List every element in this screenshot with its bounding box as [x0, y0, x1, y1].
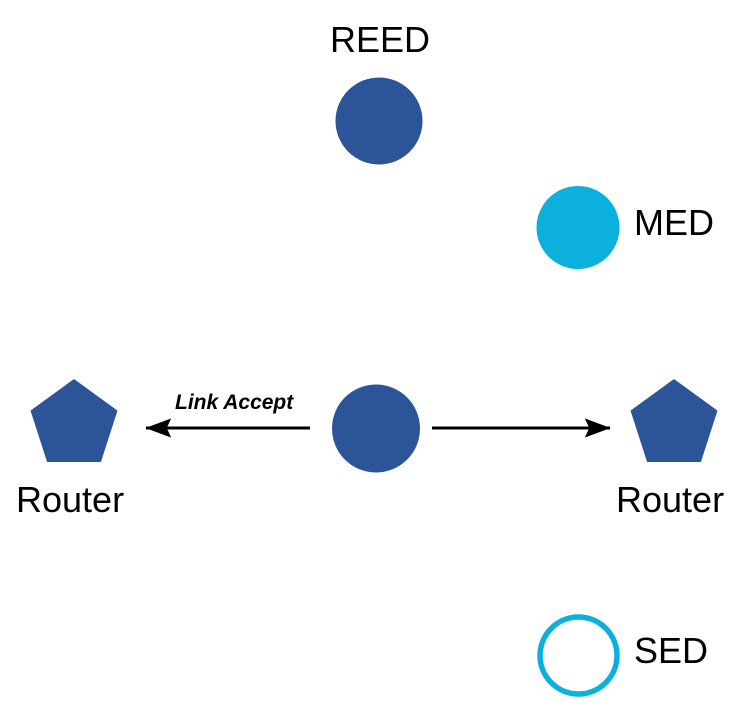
node-label-router-left: Router: [16, 479, 125, 520]
node-router-right-shape[interactable]: [630, 379, 718, 462]
node-sed-shape[interactable]: [537, 614, 620, 697]
node-label-router-right: Router: [616, 479, 725, 520]
node-label-reed: REED: [330, 19, 431, 60]
edge-label-link-accept: Link Accept: [175, 391, 294, 414]
node-leader-center-shape[interactable]: [332, 384, 420, 473]
node-label-sed: SED: [634, 630, 709, 671]
node-router-left-shape[interactable]: [30, 379, 118, 462]
node-reed-shape[interactable]: [335, 77, 423, 165]
node-med-shape[interactable]: [536, 186, 620, 269]
node-label-med: MED: [634, 202, 714, 243]
